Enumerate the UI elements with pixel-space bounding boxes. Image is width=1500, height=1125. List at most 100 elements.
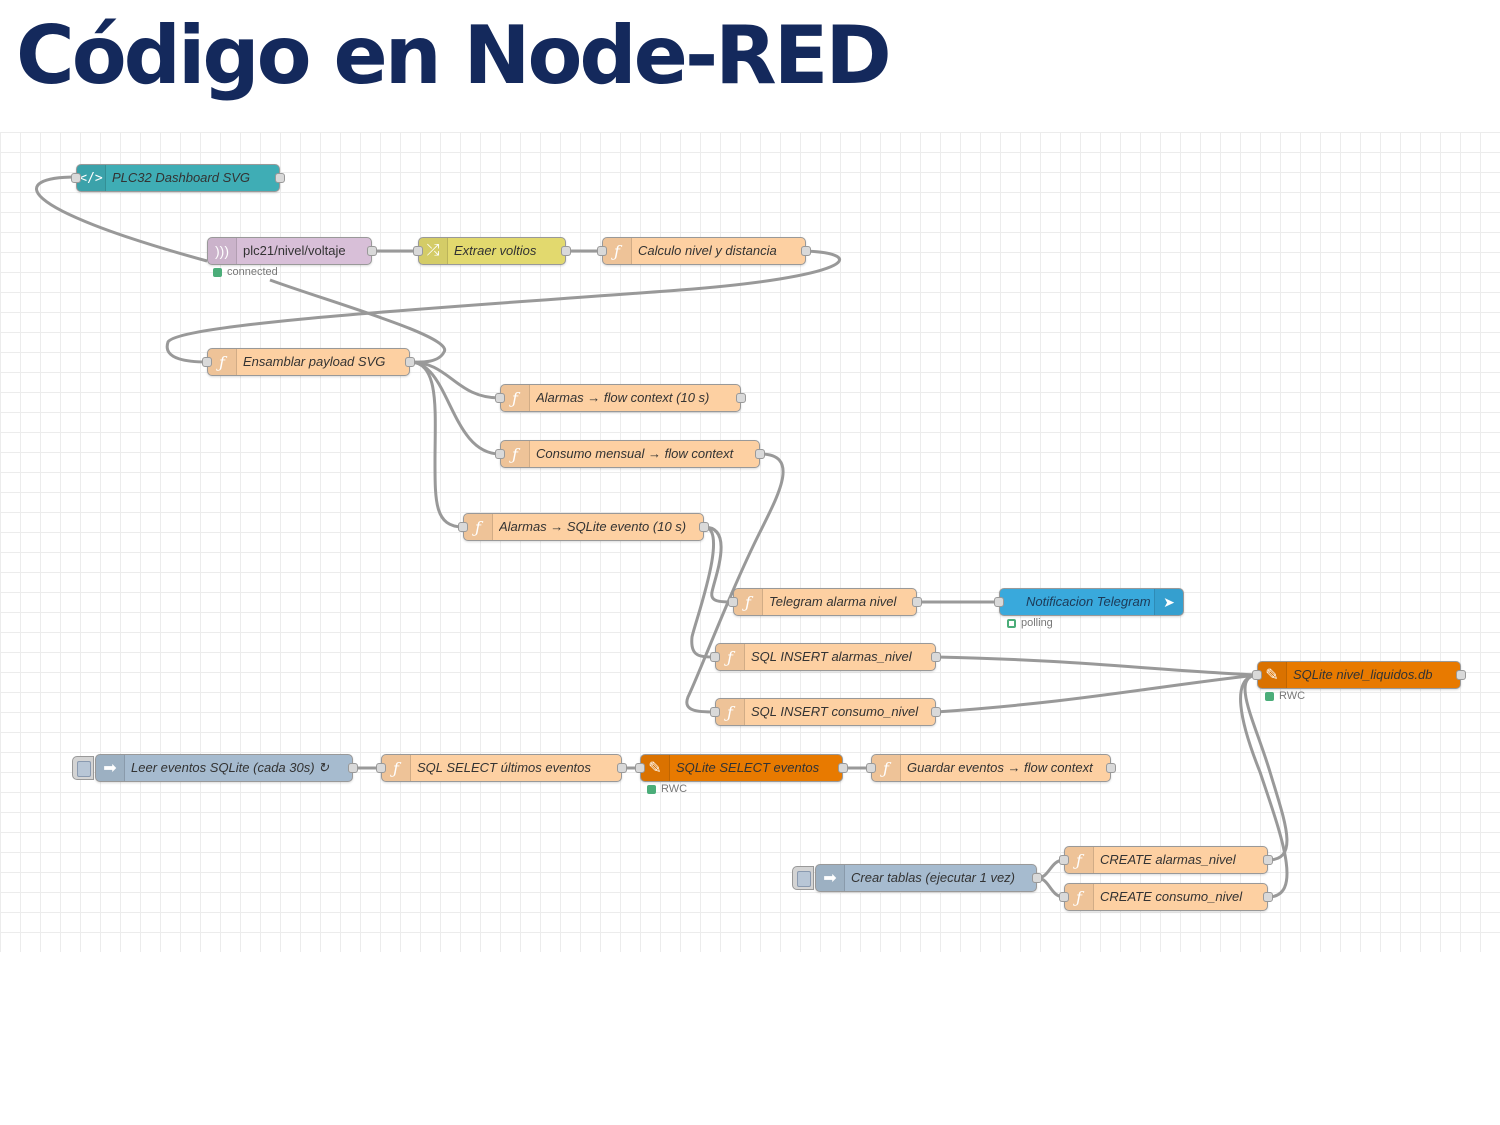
output-port[interactable]: [755, 449, 765, 459]
telegram-icon: ➤: [1154, 589, 1183, 615]
output-port[interactable]: [367, 246, 377, 256]
output-port[interactable]: [617, 763, 627, 773]
status-dot: [1265, 691, 1274, 701]
node-sql-insert-alarmas[interactable]: ƒ SQL INSERT alarmas_nivel: [710, 643, 941, 671]
status-connected: connected: [213, 266, 278, 278]
input-port[interactable]: [1059, 892, 1069, 902]
output-port[interactable]: [736, 393, 746, 403]
node-alarmas-sqlite[interactable]: ƒ Alarmas → SQLite evento (10 s): [458, 513, 709, 541]
input-port[interactable]: [495, 449, 505, 459]
wire[interactable]: [409, 360, 464, 529]
output-port[interactable]: [275, 173, 285, 183]
function-icon: ƒ: [603, 238, 632, 264]
node-notificacion-telegram[interactable]: Notificacion Telegram ➤: [994, 588, 1184, 616]
node-telegram-alarma[interactable]: ƒ Telegram alarma nivel: [728, 588, 922, 616]
status-text: polling: [1021, 617, 1053, 629]
node-sqlite-db[interactable]: ✎ SQLite nivel_liquidos.db: [1252, 661, 1466, 689]
input-port[interactable]: [202, 357, 212, 367]
node-label: Telegram alarma nivel: [769, 594, 897, 609]
node-label: SQL INSERT consumo_nivel: [751, 704, 919, 719]
node-ensamblar-payload[interactable]: ƒ Ensamblar payload SVG: [202, 348, 415, 376]
slide-title: Código en Node-RED: [16, 9, 892, 102]
input-port[interactable]: [458, 522, 468, 532]
mqtt-icon: ))): [208, 238, 237, 264]
input-port[interactable]: [1252, 670, 1262, 680]
input-port[interactable]: [635, 763, 645, 773]
input-port[interactable]: [866, 763, 876, 773]
node-mqtt-in[interactable]: ))) plc21/nivel/voltaje: [207, 237, 377, 265]
input-port[interactable]: [413, 246, 423, 256]
status-dot: [213, 267, 222, 277]
shuffle-icon: ⤮: [419, 238, 448, 264]
node-extraer-voltios[interactable]: ⤮ Extraer voltios: [413, 237, 571, 265]
output-port[interactable]: [405, 357, 415, 367]
node-sql-insert-consumo[interactable]: ƒ SQL INSERT consumo_nivel: [710, 698, 941, 726]
status-rwc: RWC: [1265, 690, 1305, 702]
node-label: CREATE alarmas_nivel: [1100, 852, 1236, 867]
input-port[interactable]: [495, 393, 505, 403]
wire[interactable]: [269, 278, 446, 364]
node-label: PLC32 Dashboard SVG: [112, 170, 251, 185]
node-guardar-eventos[interactable]: ƒ Guardar eventos → flow context: [866, 754, 1116, 782]
input-port[interactable]: [71, 173, 81, 183]
function-icon: ƒ: [208, 349, 237, 375]
input-port[interactable]: [728, 597, 738, 607]
node-create-alarmas[interactable]: ƒ CREATE alarmas_nivel: [1059, 846, 1273, 874]
flow-canvas[interactable]: </> PLC32 Dashboard SVG ))) plc21/nivel/…: [0, 132, 1500, 952]
status-rwc: RWC: [647, 783, 687, 795]
output-port[interactable]: [1263, 855, 1273, 865]
status-text: RWC: [1279, 690, 1306, 702]
wire[interactable]: [703, 525, 734, 604]
node-label: SQL INSERT alarmas_nivel: [751, 649, 912, 664]
node-consumo-flow[interactable]: ƒ Consumo mensual → flow context: [495, 440, 765, 468]
wire[interactable]: [165, 249, 841, 364]
output-port[interactable]: [912, 597, 922, 607]
node-crear-tablas[interactable]: ➡ Crear tablas (ejecutar 1 vez): [792, 864, 1042, 892]
node-plc32-dashboard[interactable]: </> PLC32 Dashboard SVG: [71, 164, 285, 192]
output-port[interactable]: [1263, 892, 1273, 902]
input-port[interactable]: [710, 707, 720, 717]
function-icon: ƒ: [734, 589, 763, 615]
function-icon: ƒ: [464, 514, 493, 540]
node-create-consumo[interactable]: ƒ CREATE consumo_nivel: [1059, 883, 1273, 911]
node-sql-select[interactable]: ƒ SQL SELECT últimos eventos: [376, 754, 627, 782]
inject-button[interactable]: [792, 866, 814, 890]
output-port[interactable]: [801, 246, 811, 256]
wire[interactable]: [1239, 673, 1289, 899]
input-port[interactable]: [1059, 855, 1069, 865]
output-port[interactable]: [931, 652, 941, 662]
node-sqlite-select[interactable]: ✎ SQLite SELECT eventos: [635, 754, 848, 782]
node-label: Ensamblar payload SVG: [243, 354, 386, 369]
input-port[interactable]: [710, 652, 720, 662]
wire[interactable]: [935, 655, 1258, 677]
output-port[interactable]: [348, 763, 358, 773]
inject-arrow-icon: ➡: [96, 755, 125, 781]
wire[interactable]: [690, 525, 716, 659]
output-port[interactable]: [699, 522, 709, 532]
wire[interactable]: [685, 452, 785, 714]
node-leer-eventos[interactable]: ➡ Leer eventos SQLite (cada 30s) ↻: [72, 754, 358, 782]
input-port[interactable]: [994, 597, 1004, 607]
output-port[interactable]: [931, 707, 941, 717]
node-label: Calculo nivel y distancia: [638, 243, 777, 258]
output-port[interactable]: [1106, 763, 1116, 773]
inject-button[interactable]: [72, 756, 94, 780]
status-text: connected: [227, 266, 278, 278]
output-port[interactable]: [1456, 670, 1466, 680]
input-port[interactable]: [597, 246, 607, 256]
wire[interactable]: [935, 673, 1258, 714]
function-icon: ƒ: [872, 755, 901, 781]
wire[interactable]: [409, 360, 501, 400]
code-icon: </>: [77, 165, 106, 191]
wire[interactable]: [409, 360, 501, 456]
input-port[interactable]: [376, 763, 386, 773]
node-label: Alarmas → flow context (10 s): [536, 390, 710, 405]
wire[interactable]: [35, 175, 208, 263]
output-port[interactable]: [1032, 873, 1042, 883]
node-label: SQLite nivel_liquidos.db: [1293, 667, 1433, 682]
node-alarmas-flow[interactable]: ƒ Alarmas → flow context (10 s): [495, 384, 746, 412]
node-calculo-nivel[interactable]: ƒ Calculo nivel y distancia: [597, 237, 811, 265]
output-port[interactable]: [838, 763, 848, 773]
feather-icon: ✎: [641, 755, 670, 781]
output-port[interactable]: [561, 246, 571, 256]
